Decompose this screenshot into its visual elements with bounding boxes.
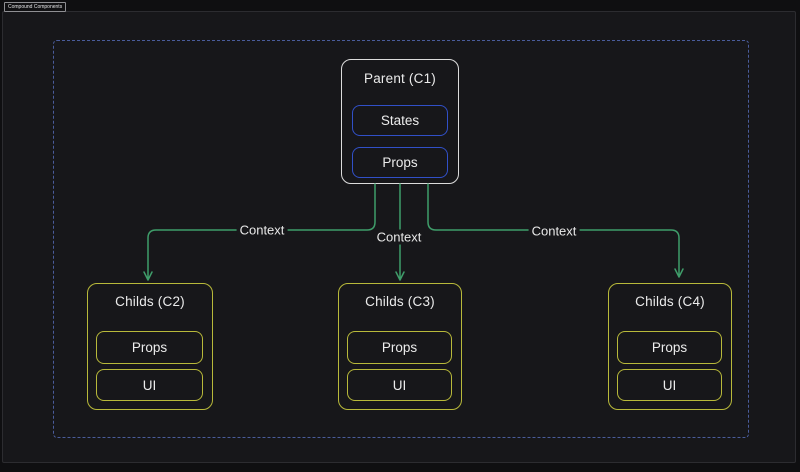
node-c3-title: Childs (C3): [365, 294, 435, 309]
c3-props-label: Props: [381, 340, 418, 355]
c2-ui-label: UI: [142, 377, 157, 393]
node-childs-c3[interactable]: Childs (C3) Props UI: [338, 283, 462, 410]
node-c2-title: Childs (C2): [115, 294, 185, 309]
c4-ui-box[interactable]: UI: [617, 369, 722, 401]
parent-props-box[interactable]: Props: [352, 147, 448, 178]
c4-props-box[interactable]: Props: [617, 331, 722, 364]
c4-props-label: Props: [651, 340, 688, 355]
parent-props-label: Props: [382, 155, 418, 170]
c4-ui-label: UI: [662, 377, 677, 393]
node-parent-title: Parent (C1): [364, 71, 436, 86]
context-label-left: Context: [236, 222, 288, 238]
c3-ui-box[interactable]: UI: [347, 369, 452, 401]
dashed-group-boundary[interactable]: [53, 40, 749, 438]
context-label-right: Context: [528, 223, 580, 239]
frame-name-text: Compound Components: [8, 4, 63, 10]
c2-ui-box[interactable]: UI: [96, 369, 203, 401]
node-childs-c4[interactable]: Childs (C4) Props UI: [608, 283, 732, 410]
node-parent-c1[interactable]: Parent (C1) States Props: [341, 59, 459, 184]
c3-ui-label: UI: [392, 377, 407, 393]
node-childs-c2[interactable]: Childs (C2) Props UI: [87, 283, 213, 410]
context-label-middle: Context: [373, 229, 425, 245]
c2-props-box[interactable]: Props: [96, 331, 203, 364]
c3-props-box[interactable]: Props: [347, 331, 452, 364]
parent-states-box[interactable]: States: [352, 105, 448, 136]
frame-name-tab[interactable]: Compound Components: [4, 2, 67, 12]
c2-props-label: Props: [131, 340, 168, 355]
parent-states-label: States: [380, 113, 420, 128]
node-c4-title: Childs (C4): [635, 294, 705, 309]
